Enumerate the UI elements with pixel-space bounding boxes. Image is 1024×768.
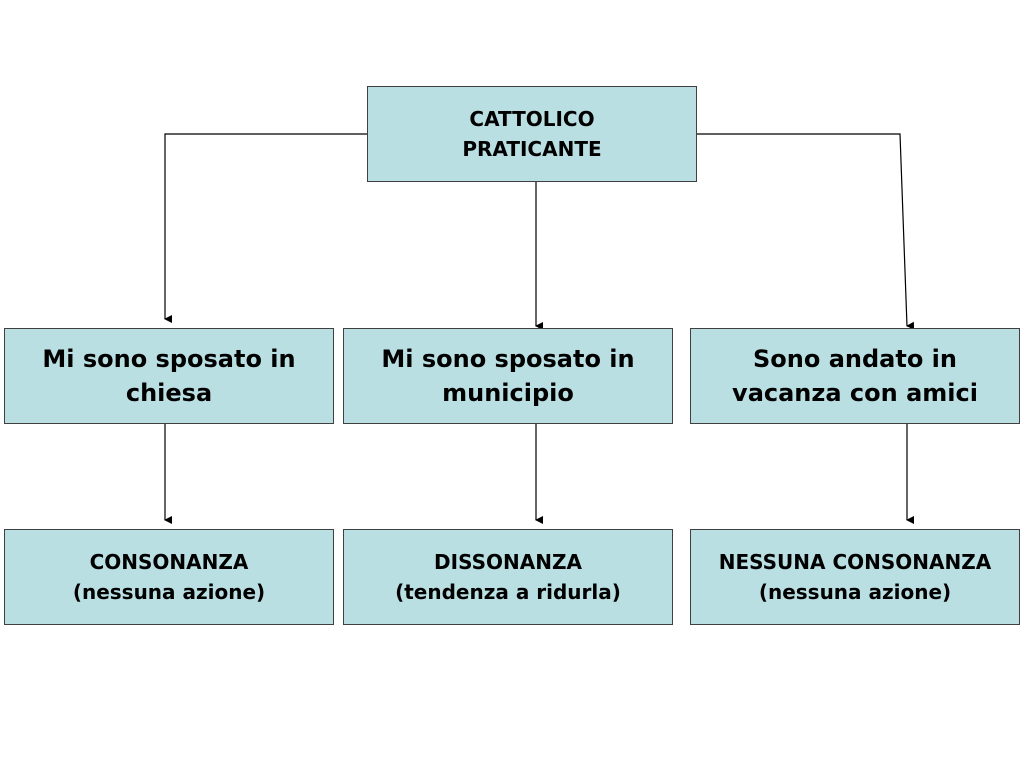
situation-label-line2: municipio: [442, 379, 574, 407]
outcome-label-line1: CONSONANZA: [89, 550, 249, 574]
situation-label-line1: Mi sono sposato in: [381, 345, 635, 373]
root-box: CATTOLICO PRATICANTE: [367, 86, 697, 182]
root-label-line2: PRATICANTE: [462, 137, 602, 161]
situation-label-line1: Mi sono sposato in: [42, 345, 296, 373]
situation-label-line2: chiesa: [125, 379, 213, 407]
connector-root-to-right: [697, 133, 915, 330]
outcome-label-line1: NESSUNA CONSONANZA: [718, 550, 992, 574]
connector-root-to-left: [164, 133, 367, 323]
situation-box-right: Sono andato in vacanza con amici: [690, 328, 1020, 424]
outcome-label-line2: (nessuna azione): [758, 580, 952, 604]
outcome-box-right: NESSUNA CONSONANZA (nessuna azione): [690, 529, 1020, 625]
situation-label-line1: Sono andato in: [753, 345, 957, 373]
outcome-label-line1: DISSONANZA: [434, 550, 582, 574]
outcome-box-left: CONSONANZA (nessuna azione): [4, 529, 334, 625]
outcome-box-center: DISSONANZA (tendenza a ridurla): [343, 529, 673, 625]
situation-box-left: Mi sono sposato in chiesa: [4, 328, 334, 424]
situation-label-line2: vacanza con amici: [732, 379, 978, 407]
root-label-line1: CATTOLICO: [469, 107, 595, 131]
outcome-label-line2: (tendenza a ridurla): [395, 580, 621, 604]
outcome-label-line2: (nessuna azione): [72, 580, 266, 604]
situation-box-center: Mi sono sposato in municipio: [343, 328, 673, 424]
